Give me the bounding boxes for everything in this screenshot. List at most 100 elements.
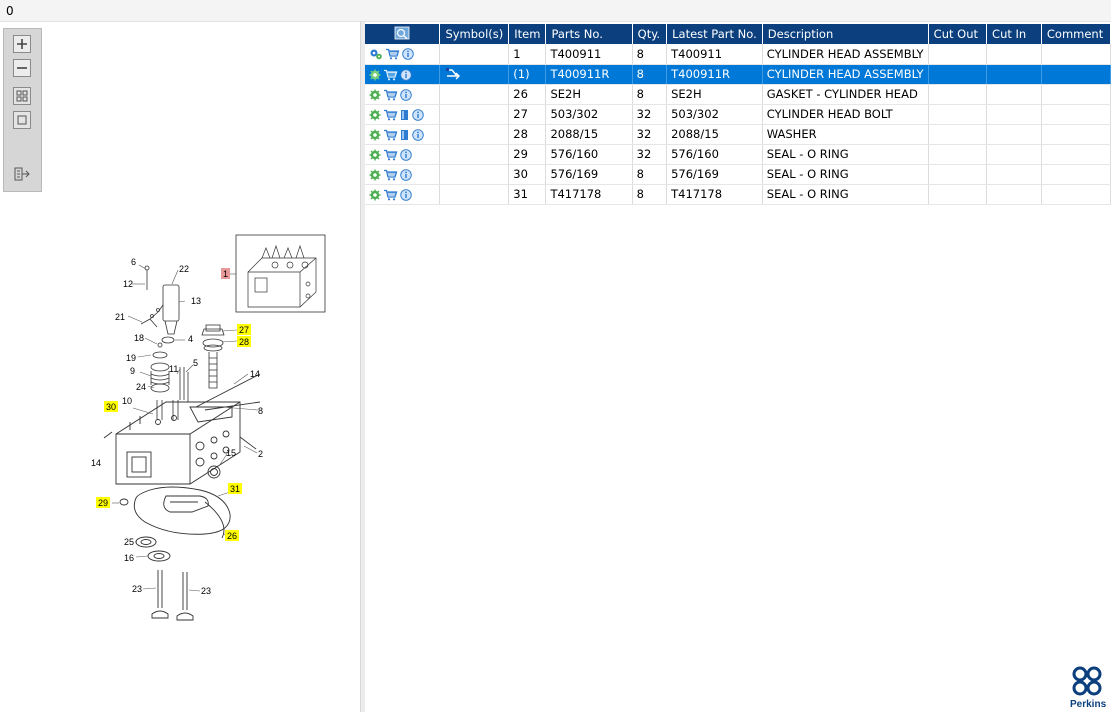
- col-header-symbols[interactable]: Symbol(s): [439, 24, 510, 44]
- cart-icon[interactable]: [383, 149, 398, 161]
- book-icon[interactable]: [400, 129, 410, 141]
- row-comment: [1041, 44, 1111, 65]
- row-qty: 8: [632, 44, 668, 65]
- row-part-no: SE2H: [545, 84, 633, 105]
- actual-size-button[interactable]: [13, 111, 31, 129]
- row-actions[interactable]: [365, 44, 441, 65]
- row-part-no: T417178: [545, 184, 633, 205]
- row-description: SEAL - O RING: [762, 144, 929, 165]
- info-icon[interactable]: [412, 128, 424, 141]
- perkins-logo-text: Perkins: [1070, 699, 1107, 710]
- row-part-no: 576/160: [545, 144, 633, 165]
- cart-icon[interactable]: [383, 189, 398, 201]
- superseded-symbol-icon: [446, 67, 461, 79]
- col-header-qty[interactable]: Qty.: [632, 24, 668, 44]
- row-comment: [1041, 84, 1111, 105]
- row-part-no: 2088/15: [545, 124, 633, 145]
- callout-15: 15: [226, 448, 236, 458]
- parts-table: Symbol(s) Item Parts No. Qty. Latest Par…: [365, 24, 1111, 205]
- row-actions[interactable]: [365, 144, 441, 165]
- col-header-description[interactable]: Description: [762, 24, 929, 44]
- row-latest-part-no: T400911R: [666, 64, 763, 85]
- row-description: CYLINDER HEAD BOLT: [762, 104, 929, 125]
- cart-icon[interactable]: [383, 109, 398, 121]
- export-button[interactable]: [13, 165, 31, 183]
- gear-icon[interactable]: [369, 149, 381, 161]
- col-header-parts-no[interactable]: Parts No.: [545, 24, 633, 44]
- row-part-no: 503/302: [545, 104, 633, 125]
- callout-9: 9: [130, 366, 135, 376]
- row-latest-part-no: 576/160: [666, 144, 763, 165]
- row-actions[interactable]: [365, 124, 441, 145]
- row-actions[interactable]: [365, 164, 441, 185]
- col-header-cut-out[interactable]: Cut Out: [928, 24, 988, 44]
- square-icon: [17, 115, 27, 125]
- pane-splitter[interactable]: [361, 22, 365, 712]
- gear-icon[interactable]: [369, 109, 381, 121]
- callout-26: 26: [227, 531, 237, 541]
- gear-icon[interactable]: [369, 189, 381, 201]
- row-item: 31: [508, 184, 547, 205]
- cart-icon[interactable]: [385, 48, 400, 60]
- col-header-cut-in[interactable]: Cut In: [986, 24, 1042, 44]
- callout-31: 31: [230, 484, 240, 494]
- cart-icon[interactable]: [383, 69, 398, 81]
- info-icon[interactable]: [400, 188, 412, 201]
- valves-drawing: [151, 570, 194, 621]
- gasket-drawing: [103, 431, 231, 562]
- row-actions[interactable]: [365, 184, 441, 205]
- callout-14b: 14: [91, 458, 101, 468]
- col-header-item[interactable]: Item: [508, 24, 547, 44]
- row-cut-out: [928, 104, 988, 125]
- cart-icon[interactable]: [383, 129, 398, 141]
- row-actions[interactable]: [365, 84, 441, 105]
- col-header-comment[interactable]: Comment: [1041, 24, 1111, 44]
- row-comment: [1041, 64, 1111, 85]
- row-comment: [1041, 184, 1111, 205]
- col-header-actions[interactable]: [365, 24, 441, 44]
- row-latest-part-no: 576/169: [666, 164, 763, 185]
- info-icon[interactable]: [400, 88, 412, 101]
- book-icon[interactable]: [400, 109, 410, 121]
- row-cut-in: [986, 124, 1042, 145]
- info-icon[interactable]: [412, 108, 424, 121]
- injector-drawing: [140, 265, 189, 420]
- row-actions[interactable]: [365, 104, 441, 125]
- gear-icon[interactable]: [369, 69, 381, 81]
- gear-icon[interactable]: [369, 89, 381, 101]
- gears-icon[interactable]: [369, 48, 383, 60]
- row-cut-in: [986, 84, 1042, 105]
- zoom-in-button[interactable]: [13, 35, 31, 53]
- row-cut-out: [928, 84, 988, 105]
- gear-icon[interactable]: [369, 129, 381, 141]
- callout-23b: 23: [201, 586, 211, 596]
- info-icon[interactable]: [400, 148, 412, 161]
- row-symbols: [439, 164, 510, 185]
- cart-icon[interactable]: [383, 169, 398, 181]
- info-icon[interactable]: [400, 168, 412, 181]
- row-item: 26: [508, 84, 547, 105]
- fit-page-button[interactable]: [13, 87, 31, 105]
- info-icon[interactable]: [402, 48, 414, 61]
- cart-icon[interactable]: [383, 89, 398, 101]
- callout-14a: 14: [250, 369, 260, 379]
- callout-4: 4: [188, 334, 193, 344]
- gear-icon[interactable]: [369, 169, 381, 181]
- zoom-out-button[interactable]: [13, 59, 31, 77]
- exploded-diagram: 6 22 12 13 21 18 4 19 5 9 11 14 24 10 8 …: [91, 234, 326, 621]
- callout-29: 29: [98, 498, 108, 508]
- col-header-latest-part-no[interactable]: Latest Part No.: [666, 24, 763, 44]
- callout-16: 16: [124, 553, 134, 563]
- row-latest-part-no: T400911: [666, 44, 763, 65]
- row-actions[interactable]: [365, 64, 441, 85]
- info-icon[interactable]: [400, 68, 412, 81]
- callout-5: 5: [193, 358, 198, 368]
